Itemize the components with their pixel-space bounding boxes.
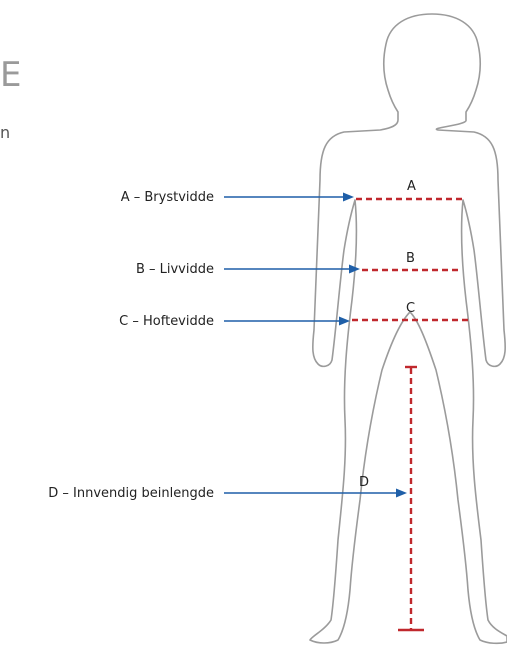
arrow-b bbox=[224, 265, 360, 274]
human-body-outline bbox=[310, 14, 507, 643]
label-innvendig-beinlengde: D – Innvendig beinlengde bbox=[48, 486, 214, 501]
subheading-fragment: n bbox=[0, 123, 10, 142]
arrow-c bbox=[224, 317, 350, 326]
arrow-d bbox=[224, 489, 407, 498]
arrow-a bbox=[224, 193, 354, 202]
label-hoftevidde: C – Hoftevidde bbox=[119, 314, 214, 329]
measure-letter-b: B bbox=[406, 251, 415, 266]
label-brystvidde: A – Brystvidde bbox=[121, 190, 214, 205]
measure-letter-d: D bbox=[359, 475, 369, 490]
label-livvidde: B – Livvidde bbox=[136, 262, 214, 277]
measure-letter-c: C bbox=[406, 301, 415, 316]
measure-letter-a: A bbox=[407, 179, 416, 194]
heading-fragment: E bbox=[0, 55, 21, 95]
measure-line-d bbox=[398, 367, 424, 630]
